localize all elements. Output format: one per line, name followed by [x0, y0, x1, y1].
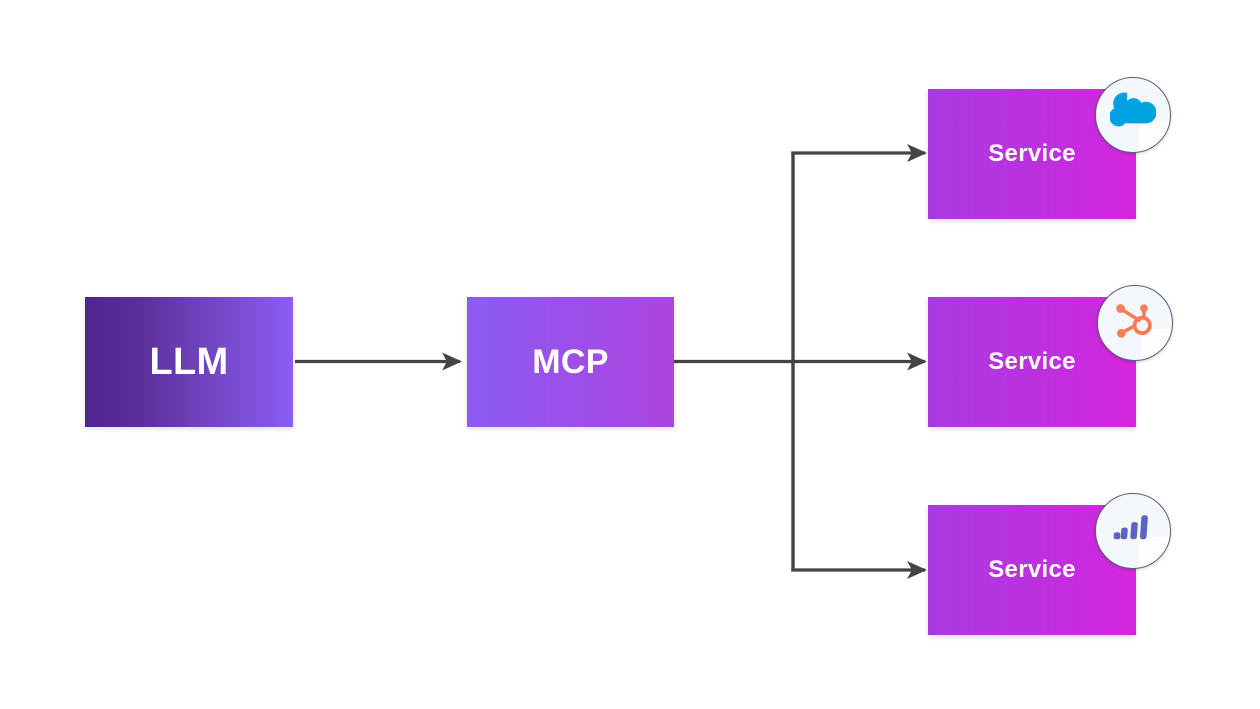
node-mcp[interactable]: MCP — [467, 297, 674, 427]
hubspot-sprocket-icon — [1097, 285, 1173, 361]
node-service-3-label: Service — [988, 556, 1076, 583]
node-llm-label: LLM — [149, 341, 229, 383]
node-service-2[interactable]: Service — [928, 297, 1136, 427]
salesforce-cloud-glyph — [1110, 92, 1156, 127]
node-llm[interactable]: LLM — [85, 297, 293, 427]
node-service-1-label: Service — [988, 140, 1076, 167]
node-mcp-label: MCP — [532, 343, 609, 381]
salesforce-cloud-icon — [1095, 77, 1171, 153]
hubspot-sprocket-glyph — [1116, 304, 1152, 338]
node-service-2-label: Service — [988, 348, 1076, 375]
bar-chart-analytics-glyph — [1113, 515, 1148, 540]
bar-chart-analytics-icon — [1095, 493, 1171, 569]
